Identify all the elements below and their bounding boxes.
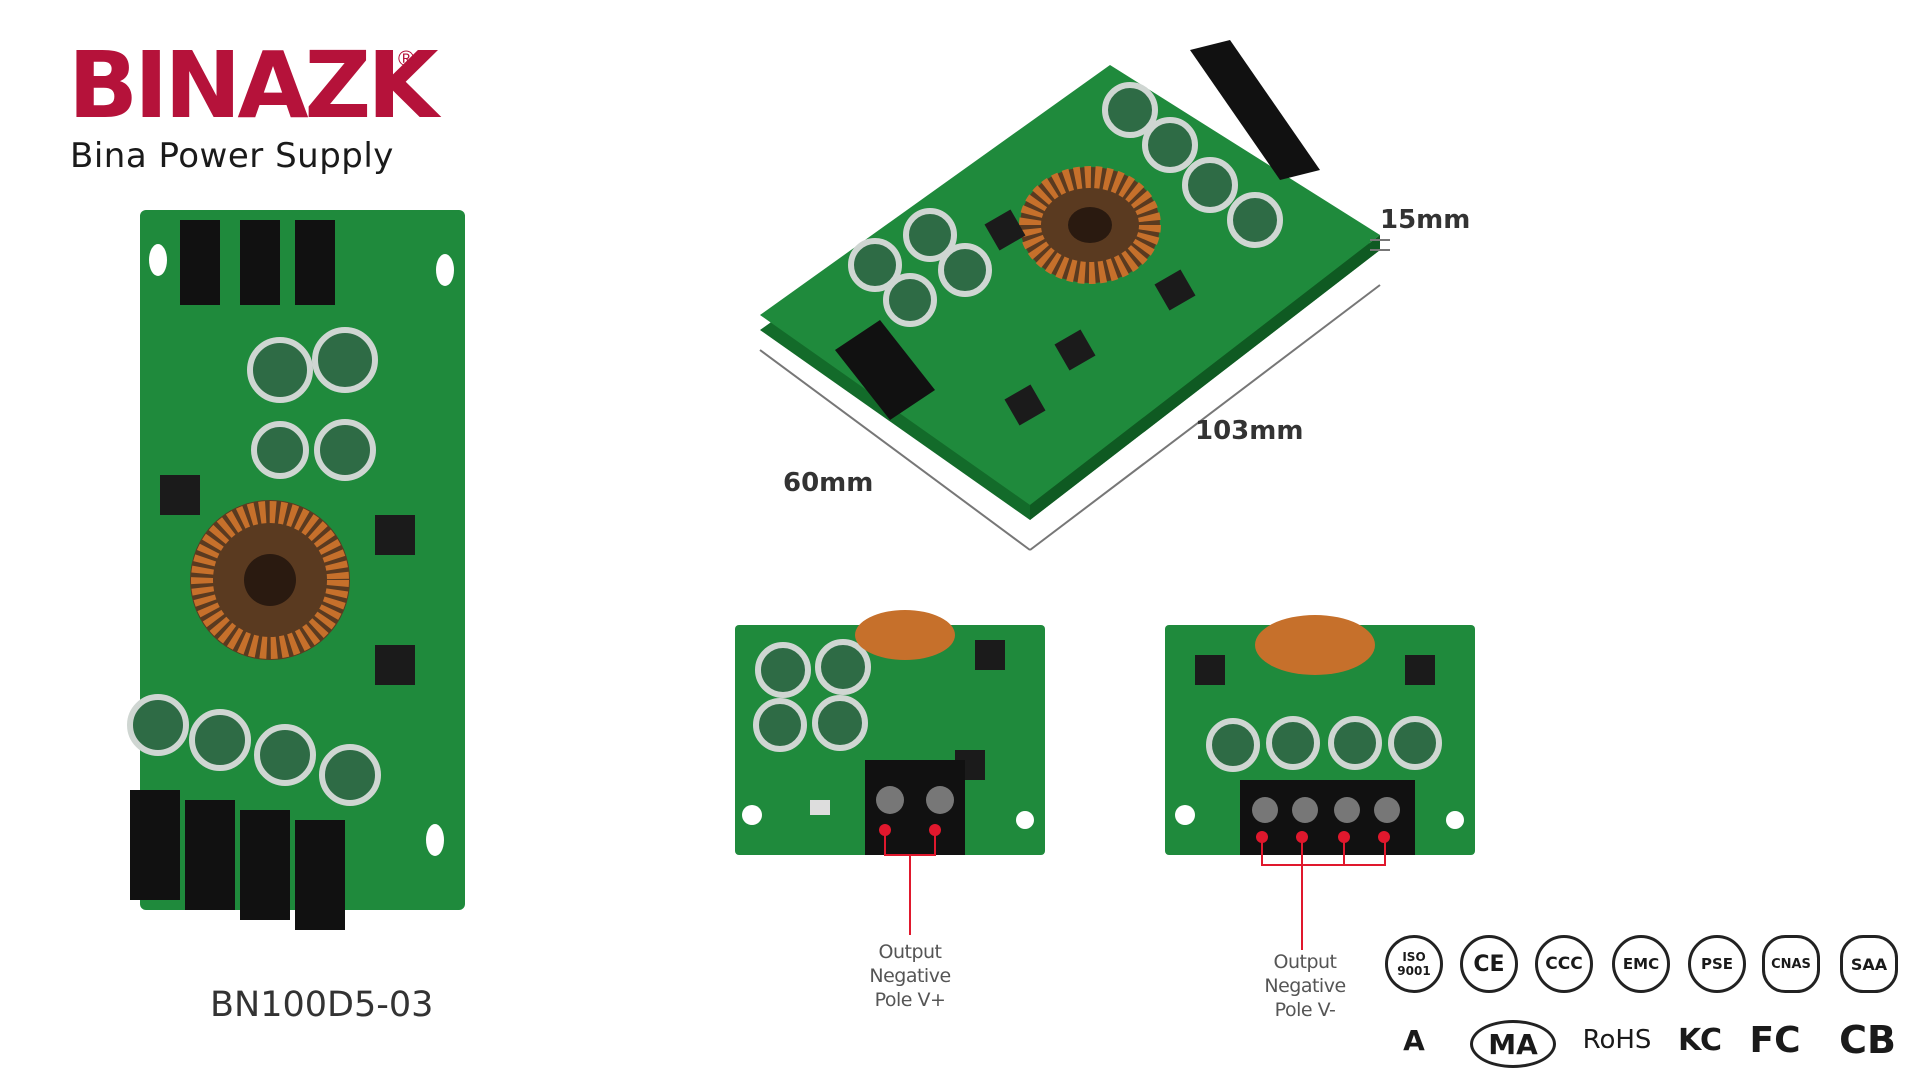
brand-tagline: Bina Power Supply bbox=[70, 136, 394, 176]
cert-pse-icon: PSE bbox=[1688, 935, 1746, 993]
board-photo-isometric bbox=[759, 40, 1390, 551]
callout-leader-positive bbox=[884, 830, 936, 935]
cert-saa-icon: SAA bbox=[1840, 935, 1898, 993]
cert-ma-icon: MA bbox=[1470, 1020, 1556, 1068]
cert-emc-icon: EMC bbox=[1612, 935, 1670, 993]
cert-kc-icon: KC bbox=[1678, 1022, 1722, 1058]
model-label: BN100D5-03 bbox=[210, 985, 434, 1025]
callout-leader-negative bbox=[1261, 840, 1386, 950]
callout-output-negative: Output Negative Pole V- bbox=[1264, 951, 1346, 1021]
cert-ce-icon: CE bbox=[1460, 935, 1518, 993]
dimension-height: 15mm bbox=[1380, 205, 1471, 235]
callout-output-positive: Output Negative Pole V+ bbox=[869, 941, 951, 1011]
cert-a-icon: A bbox=[1403, 1023, 1425, 1057]
cert-fcc-icon: FC bbox=[1749, 1019, 1801, 1061]
board-photo-vertical bbox=[127, 210, 465, 930]
cert-iso-icon: ISO 9001 bbox=[1385, 935, 1443, 993]
board-detail-output-negative bbox=[1165, 615, 1475, 855]
cert-cb-icon: CB bbox=[1839, 1018, 1896, 1062]
cert-rohs-icon: RoHS bbox=[1582, 1025, 1652, 1055]
brand-logo: BINAZK bbox=[68, 32, 439, 139]
registered-mark: ® bbox=[398, 46, 415, 71]
cert-cnas-icon: CNAS bbox=[1762, 935, 1820, 993]
dimension-length: 103mm bbox=[1195, 416, 1304, 446]
dimension-width: 60mm bbox=[783, 468, 874, 498]
board-detail-output-positive bbox=[735, 610, 1045, 855]
cert-ccc-icon: CCC bbox=[1535, 935, 1593, 993]
